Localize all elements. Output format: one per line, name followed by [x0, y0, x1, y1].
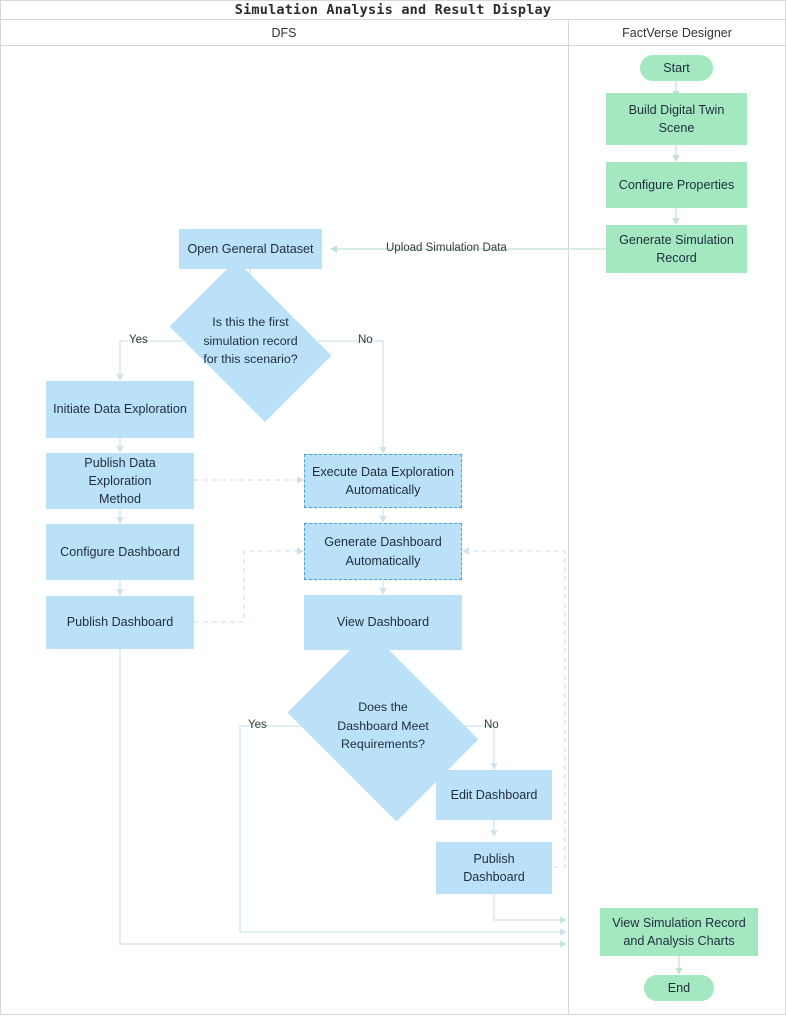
top-border [0, 0, 786, 1]
node-configure-dashboard-label: Configure Dashboard [60, 544, 180, 559]
node-publish-dashboard[interactable]: Publish Dashboard [46, 596, 194, 649]
node-configure-dashboard[interactable]: Configure Dashboard [46, 524, 194, 580]
edge-label-decision2-no: No [484, 719, 499, 731]
edge-label-decision2-yes: Yes [248, 719, 267, 731]
diagram-title: Simulation Analysis and Result Display [234, 2, 552, 18]
node-decision-dashboard-meet-requirements[interactable]: Does the Dashboard Meet Requirements? [287, 630, 479, 822]
node-open-general-dataset[interactable]: Open General Dataset [179, 229, 322, 269]
node-publish-dashboard-2[interactable]: Publish Dashboard [436, 842, 552, 894]
node-execute-data-exploration-automatically-label: Execute Data Exploration Automatically [311, 464, 455, 497]
node-edit-dashboard[interactable]: Edit Dashboard [436, 770, 552, 820]
edge-label-upload: Upload Simulation Data [386, 242, 507, 254]
node-publish-data-exploration-method-label: Publish Data Exploration Method [84, 455, 156, 507]
node-configure-properties-label: Configure Properties [618, 177, 735, 192]
node-start[interactable]: Start [640, 55, 713, 81]
node-decision-first-simulation-record-label: Is this the first simulation record for … [203, 315, 298, 367]
lane-header-factverse: FactVerse Designer [622, 25, 732, 40]
edge-label-decision1-no: No [358, 334, 373, 346]
node-start-label: Start [663, 60, 690, 75]
node-publish-dashboard-2-label: Publish Dashboard [463, 851, 525, 884]
node-build-digital-twin-scene-label: Build Digital Twin Scene [628, 102, 725, 135]
edge-label-decision1-yes: Yes [129, 334, 148, 346]
node-generate-simulation-record[interactable]: Generate Simulation Record [606, 225, 747, 273]
node-decision-dashboard-meet-requirements-label: Does the Dashboard Meet Requirements? [337, 700, 429, 752]
node-initiate-data-exploration[interactable]: Initiate Data Exploration [46, 381, 194, 438]
left-border [0, 0, 1, 1015]
node-publish-data-exploration-method[interactable]: Publish Data Exploration Method [46, 453, 194, 509]
node-generate-dashboard-automatically[interactable]: Generate Dashboard Automatically [304, 523, 462, 580]
lane-header-dfs: DFS [271, 25, 297, 40]
node-view-dashboard-label: View Dashboard [336, 615, 430, 630]
node-generate-dashboard-automatically-label: Generate Dashboard Automatically [324, 535, 442, 568]
node-publish-dashboard-label: Publish Dashboard [66, 615, 174, 630]
node-decision-first-simulation-record[interactable]: Is this the first simulation record for … [169, 260, 332, 422]
node-build-digital-twin-scene[interactable]: Build Digital Twin Scene [606, 93, 747, 145]
node-generate-simulation-record-label: Generate Simulation Record [619, 232, 734, 265]
node-end-label: End [667, 980, 691, 995]
bottom-border [0, 1014, 786, 1015]
title-divider [0, 19, 786, 20]
node-initiate-data-exploration-label: Initiate Data Exploration [53, 402, 187, 417]
node-view-simulation-record-label: View Simulation Record and Analysis Char… [612, 915, 746, 948]
node-view-dashboard[interactable]: View Dashboard [304, 595, 462, 650]
node-view-simulation-record[interactable]: View Simulation Record and Analysis Char… [600, 908, 758, 956]
lane-header-divider [0, 45, 786, 46]
node-end[interactable]: End [644, 975, 714, 1001]
node-edit-dashboard-label: Edit Dashboard [450, 787, 538, 802]
node-open-general-dataset-label: Open General Dataset [187, 241, 314, 256]
node-configure-properties[interactable]: Configure Properties [606, 162, 747, 208]
node-execute-data-exploration-automatically[interactable]: Execute Data Exploration Automatically [304, 454, 462, 508]
lane-divider [568, 19, 569, 1015]
